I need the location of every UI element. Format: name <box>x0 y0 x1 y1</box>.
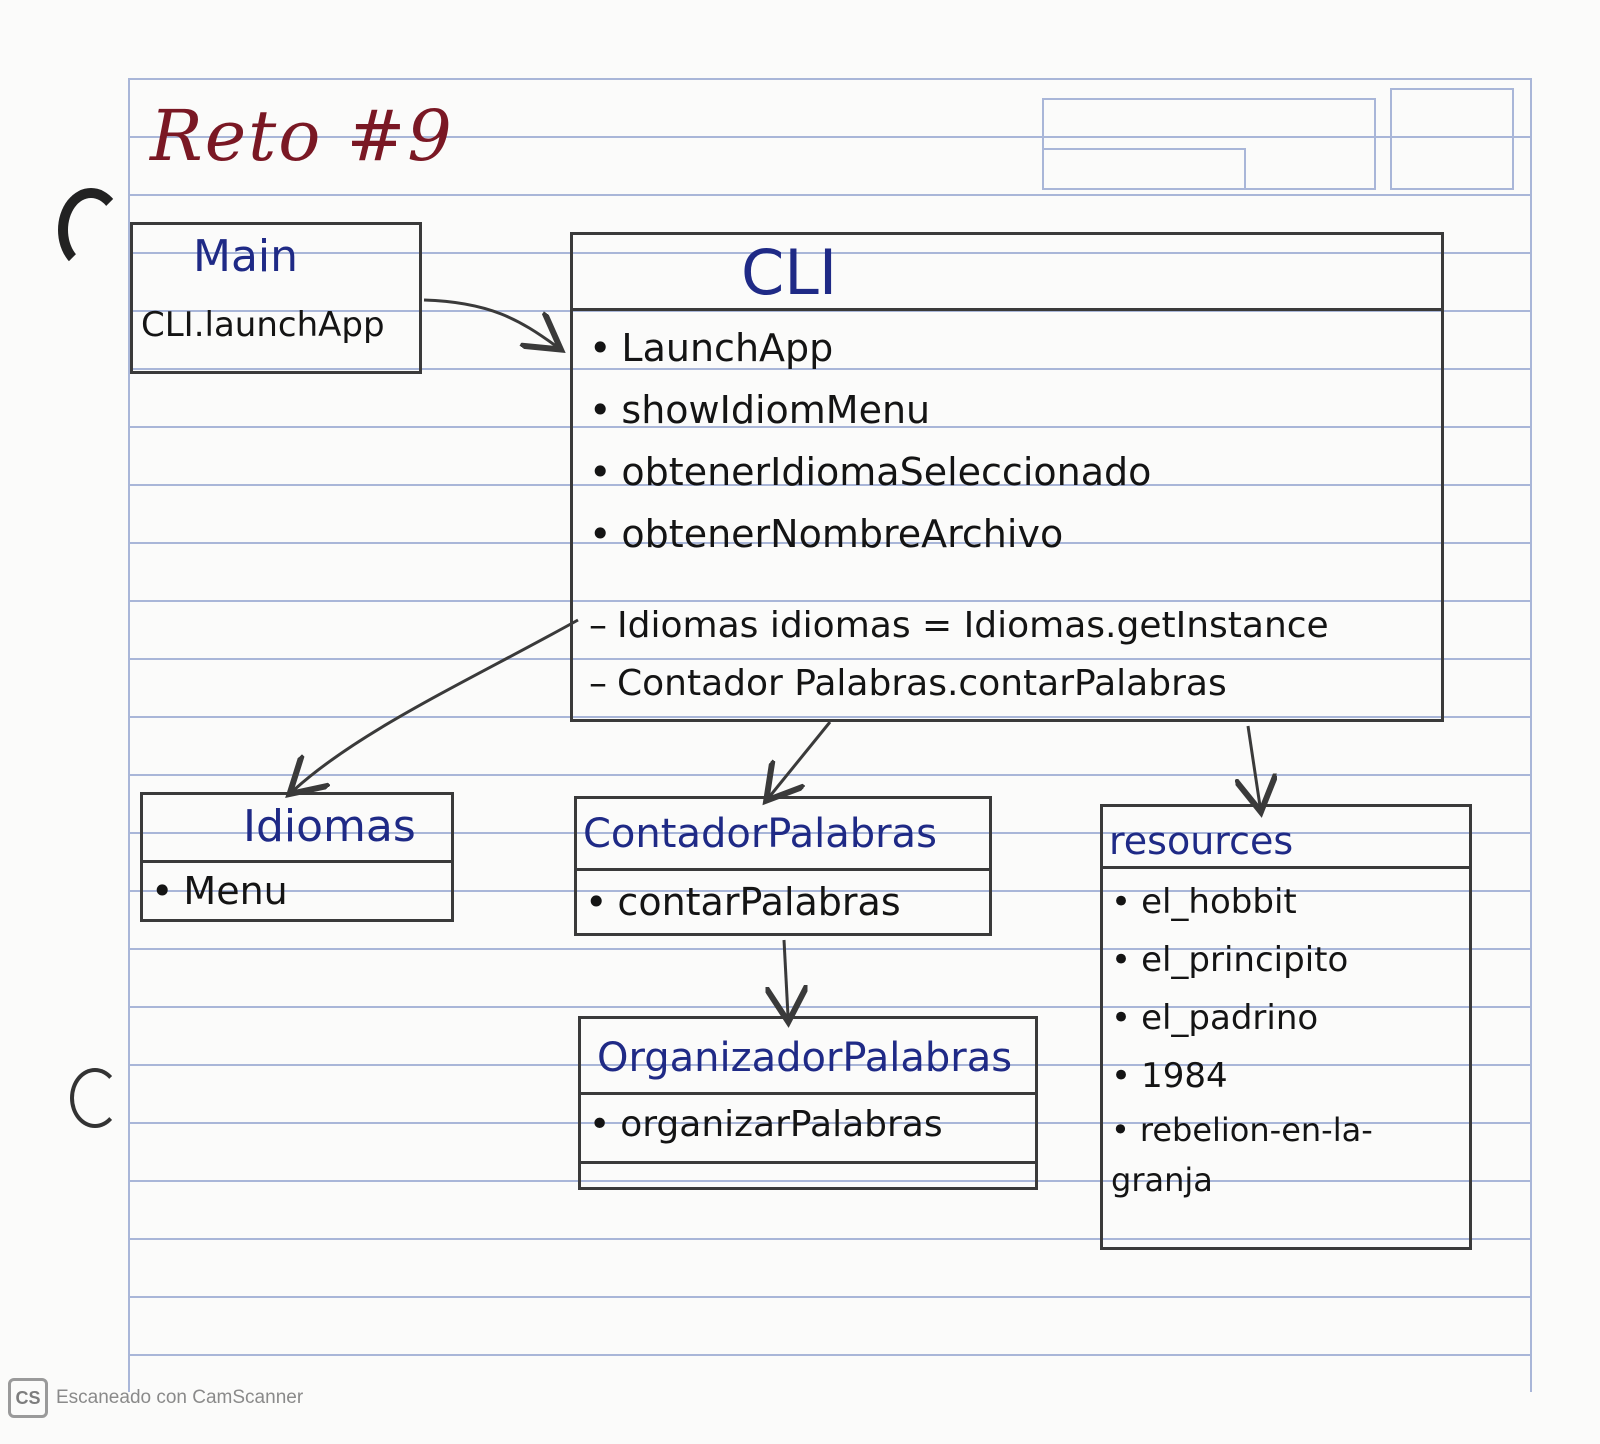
class-name: resources <box>1109 819 1294 863</box>
class-box-organizador-palabras: OrganizadorPalabras •organizarPalabras <box>578 1016 1038 1190</box>
class-header-idiomas: Idiomas <box>143 795 451 863</box>
list-item: •rebelion-en-la-granja <box>1111 1111 1373 1199</box>
class-box-idiomas: Idiomas •Menu <box>140 792 454 922</box>
arrow-cli-to-idiomas <box>294 618 579 790</box>
list-item: •el_principito <box>1111 940 1349 980</box>
list-item: •LaunchApp <box>589 326 834 370</box>
page-title: Reto #9 <box>150 95 454 177</box>
list-item: –Idiomas idiomas = Idiomas.getInstance <box>589 605 1329 646</box>
class-box-resources: resources •el_hobbit •el_principito •el_… <box>1100 804 1472 1250</box>
class-body-contador: •contarPalabras <box>577 871 989 933</box>
camscanner-logo-icon: CS <box>8 1378 48 1418</box>
class-box-cli: CLI •LaunchApp •showIdiomMenu •obtenerId… <box>570 232 1444 722</box>
class-name: ContadorPalabras <box>583 811 937 857</box>
list-item: –Contador Palabras.contarPalabras <box>589 663 1227 704</box>
ruled-lines <box>128 78 1532 1392</box>
list-item: •el_hobbit <box>1111 882 1297 922</box>
list-item: •organizarPalabras <box>589 1104 943 1145</box>
list-item: •showIdiomMenu <box>589 388 931 432</box>
arrow-main-to-cli <box>423 298 556 346</box>
class-name: CLI <box>741 236 838 309</box>
class-box-main: Main CLI.launchApp <box>130 222 422 374</box>
class-box-contador-palabras: ContadorPalabras •contarPalabras <box>574 796 992 936</box>
arrow-cli-to-resources <box>1248 725 1260 806</box>
divider <box>581 1161 1035 1164</box>
class-name: Main <box>193 231 299 282</box>
arrow-cli-to-contador <box>770 721 832 796</box>
camscanner-watermark: CS Escaneado con CamScanner <box>8 1378 303 1418</box>
class-name: Idiomas <box>243 801 416 852</box>
class-header-cli: CLI <box>573 235 1441 311</box>
list-item: •1984 <box>1111 1056 1228 1096</box>
class-body-idiomas: •Menu <box>143 863 451 919</box>
class-header-organizador: OrganizadorPalabras <box>581 1019 1035 1095</box>
list-item: •Menu <box>151 869 288 913</box>
list-item: •obtenerNombreArchivo <box>589 512 1064 556</box>
class-header-resources: resources <box>1103 807 1469 869</box>
list-item: •obtenerIdiomaSeleccionado <box>589 450 1152 494</box>
class-body-organizador: •organizarPalabras <box>581 1095 1035 1155</box>
watermark-text: Escaneado con CamScanner <box>56 1387 304 1408</box>
class-body-resources: •el_hobbit •el_principito •el_padrino •1… <box>1103 869 1469 1209</box>
binder-hole-icon <box>70 1068 120 1128</box>
cli-attributes: –Idiomas idiomas = Idiomas.getInstance –… <box>573 571 1441 713</box>
list-item: CLI.launchApp <box>141 305 385 345</box>
class-body-main: CLI.launchApp <box>133 305 419 349</box>
class-header-main: Main <box>133 225 419 305</box>
class-name: OrganizadorPalabras <box>597 1035 1013 1081</box>
class-header-contador: ContadorPalabras <box>577 799 989 871</box>
binder-hole-icon <box>58 188 124 272</box>
header-grid-cell <box>1042 148 1246 190</box>
list-item: •contarPalabras <box>585 880 901 924</box>
list-item: •el_padrino <box>1111 998 1319 1038</box>
cli-methods: •LaunchApp •showIdiomMenu •obtenerIdioma… <box>573 311 1441 571</box>
header-grid-cell <box>1390 88 1514 190</box>
arrow-contador-to-organizador <box>784 939 788 1016</box>
